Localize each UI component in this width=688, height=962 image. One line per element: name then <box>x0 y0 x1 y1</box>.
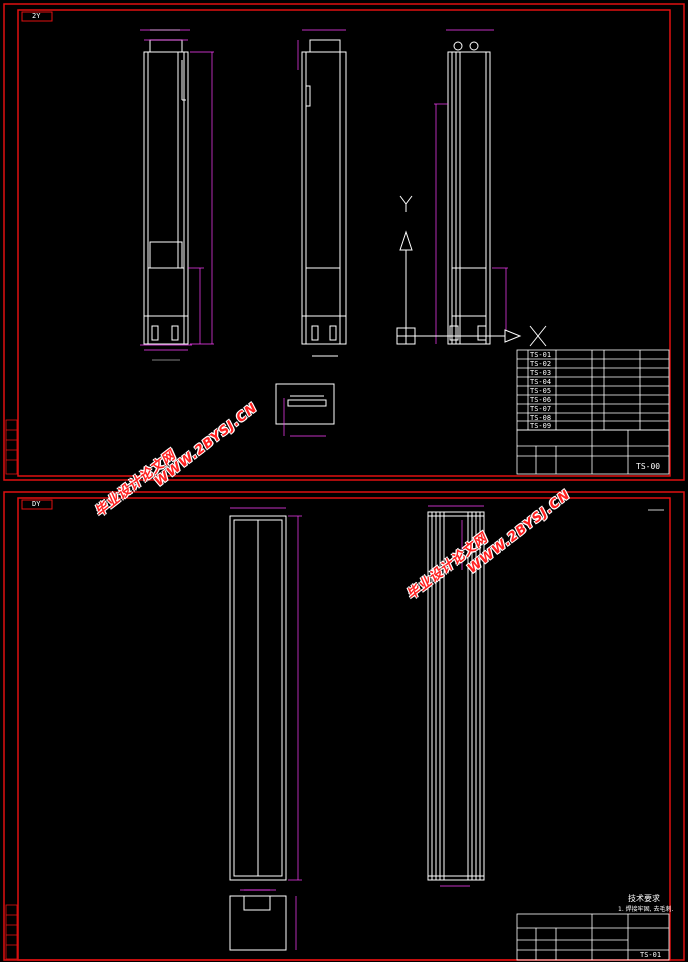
sheet-1 <box>3 3 685 481</box>
drawing-number-1: TS-00 <box>636 462 661 471</box>
panel-side <box>427 511 485 881</box>
part-row: TS-05 <box>530 387 552 395</box>
part-row: TS-07 <box>530 405 552 413</box>
sheet-1-corner-tag: 2Y <box>32 12 41 20</box>
axis-symbol <box>396 195 547 347</box>
part-row: TS-02 <box>530 360 552 368</box>
title-block-1 <box>516 429 670 475</box>
sheet-2 <box>3 491 685 961</box>
panel-detail <box>229 895 287 951</box>
sheet-2-inner-border <box>17 497 671 961</box>
part-row: TS-04 <box>530 378 552 386</box>
part-row: TS-09 <box>530 422 552 430</box>
view-side <box>301 39 347 357</box>
drawing-number-2: TS-01 <box>640 951 662 959</box>
sheet-2-corner-tag: DY <box>32 500 41 508</box>
tech-req-line: 1. 焊接牢固, 去毛刺. <box>618 906 674 913</box>
panel-front <box>229 515 287 881</box>
view-front <box>143 39 189 345</box>
tech-req-title: 技术要求 <box>628 894 660 903</box>
part-row: TS-01 <box>530 351 552 359</box>
part-row: TS-08 <box>530 414 552 422</box>
view-top <box>447 41 491 345</box>
parts-list <box>516 349 670 431</box>
sheet-1-outer-border <box>3 3 685 481</box>
sheet-1-inner-border <box>17 9 671 477</box>
title-block-2 <box>516 913 670 961</box>
part-row: TS-06 <box>530 396 552 404</box>
detail-view <box>275 383 335 425</box>
part-row: TS-03 <box>530 369 552 377</box>
